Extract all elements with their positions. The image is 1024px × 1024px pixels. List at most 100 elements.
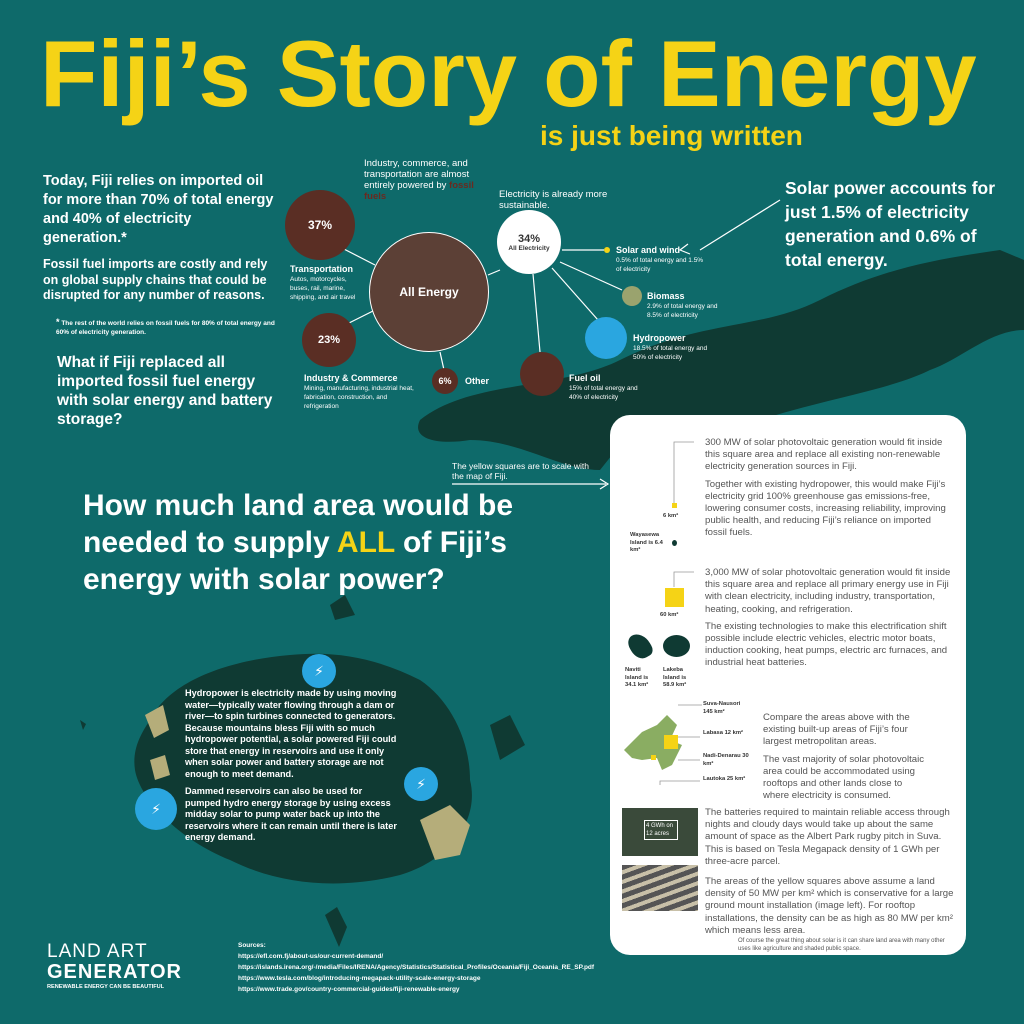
fueloil-title: Fuel oil bbox=[569, 373, 601, 383]
sq1-label: 6 km² bbox=[663, 513, 679, 519]
yellow-square-60km bbox=[665, 588, 684, 607]
solar-desc: 0.5% of total energy and 1.5% of electri… bbox=[616, 257, 704, 273]
hydro-text: Hydropower is electricity made by using … bbox=[185, 688, 400, 844]
solar-title: Solar and wind bbox=[616, 245, 681, 255]
source-link[interactable]: https://www.trade.gov/country-commercial… bbox=[238, 986, 460, 993]
sources: Sources: https://efl.com.fj/about-us/our… bbox=[238, 940, 594, 995]
other-circle: 6% bbox=[432, 368, 458, 394]
solar-farm-photo bbox=[622, 865, 698, 911]
lakeba-label: Lakeba Island is 58.9 km² bbox=[663, 667, 687, 688]
transport-circle: 37% bbox=[285, 190, 355, 260]
transport-pct: 37% bbox=[307, 218, 333, 232]
hydro-title: Hydropower bbox=[633, 333, 686, 343]
battery-icon: ⚡ bbox=[404, 767, 438, 801]
yellow-square-6km bbox=[672, 503, 677, 508]
logo-line1: LAND ART bbox=[47, 941, 148, 962]
intro-body: Fossil fuel imports are costly and rely … bbox=[43, 257, 268, 302]
page-subtitle: is just being written bbox=[540, 120, 803, 151]
card-group-4: The batteries required to maintain relia… bbox=[705, 807, 957, 937]
source-link[interactable]: https://efl.com.fj/about-us/our-current-… bbox=[238, 953, 384, 960]
footnote-text: The rest of the world relies on fossil f… bbox=[56, 319, 275, 336]
wayasewa-island-shape bbox=[672, 540, 677, 546]
biomass-desc: 2.9% of total energy and 8.5% of electri… bbox=[647, 303, 718, 319]
industry-circle: 23% bbox=[302, 313, 356, 367]
industry-title: Industry & Commerce bbox=[304, 373, 398, 383]
logo-line2: GENERATOR bbox=[47, 961, 182, 983]
metro-lautoka: Lautoka 25 km² bbox=[703, 776, 746, 782]
card-p3: 3,000 MW of solar photovoltaic generatio… bbox=[705, 567, 951, 615]
fueloil-label: Fuel oil 15% of total energy and 40% of e… bbox=[569, 373, 649, 402]
naviti-label: Naviti Island is 34.1 km² bbox=[625, 667, 649, 688]
card-group-2: 3,000 MW of solar photovoltaic generatio… bbox=[705, 567, 955, 670]
footnote-mark: * bbox=[56, 316, 60, 327]
viti-levu-island bbox=[134, 653, 472, 884]
other-pct: 6% bbox=[438, 376, 452, 386]
question-highlight: ALL bbox=[336, 526, 395, 559]
albert-park-photo: 4 GWh on 12 acres bbox=[622, 808, 698, 856]
industry-pct: 23% bbox=[317, 334, 341, 346]
card-leader-lines bbox=[659, 441, 702, 785]
card-p1: 300 MW of solar photovoltaic generation … bbox=[705, 437, 943, 473]
electricity-circle: 34%All Electricity bbox=[497, 210, 561, 274]
solar-label: Solar and wind 0.5% of total energy and 1… bbox=[616, 245, 706, 274]
source-link[interactable]: https://islands.irena.org/-/media/Files/… bbox=[238, 964, 595, 971]
hydro-desc: 18.5% of total energy and 50% of electri… bbox=[633, 345, 708, 361]
land-area-question: How much land area would be needed to su… bbox=[83, 487, 563, 598]
intro-lead: Today, Fiji relies on imported oil for m… bbox=[43, 173, 274, 246]
other-label: Other bbox=[465, 376, 490, 386]
card-p5: Compare the areas above with the existin… bbox=[763, 712, 910, 748]
page-title: Fiji’s Story of Energy bbox=[40, 21, 977, 126]
question-pre: How much land area would be needed to su… bbox=[83, 489, 514, 559]
solar-dot bbox=[604, 247, 610, 253]
hydro-label: Hydropower 18.5% of total energy and 50% … bbox=[633, 333, 713, 362]
biomass-label: Biomass 2.9% of total energy and 8.5% of … bbox=[647, 291, 727, 320]
metro-suva: Suva-Nausori 145 km² bbox=[703, 701, 741, 715]
hydro-paragraph-1: Hydropower is electricity made by using … bbox=[185, 688, 397, 779]
hydro-paragraph-2: Dammed reservoirs can also be used for p… bbox=[185, 786, 397, 842]
solar-callout: Solar power accounts for just 1.5% of el… bbox=[785, 178, 996, 270]
card-closing: Of course the great thing about solar is… bbox=[738, 938, 945, 952]
card-p4: The existing technologies to make this e… bbox=[705, 620, 948, 669]
footnote: * The rest of the world relies on fossil… bbox=[56, 316, 275, 337]
logo-tagline: RENEWABLE ENERGY CAN BE BEAUTIFUL bbox=[47, 984, 165, 990]
card-p8: The areas of the yellow squares above as… bbox=[705, 876, 954, 936]
battery-icon: ⚡ bbox=[135, 788, 177, 830]
wayasewa-label: Wayasewa Island is 6.4 km² bbox=[630, 532, 663, 553]
fossil-note-text: Industry, commerce, and transportation a… bbox=[364, 158, 470, 191]
what-if-heading: What if Fiji replaced all imported fossi… bbox=[57, 353, 273, 428]
hydro-circle bbox=[585, 317, 627, 359]
metro-nadi: Nadi-Denarau 30 km² bbox=[703, 753, 749, 767]
squares-note: The yellow squares are to scale with the… bbox=[452, 461, 590, 481]
fossil-note: Industry, commerce, and transportation a… bbox=[364, 158, 494, 202]
card-p2: Together with existing hydropower, this … bbox=[705, 478, 946, 539]
transport-desc: Autos, motorcycles, buses, rail, marine,… bbox=[290, 276, 356, 301]
question-post: of Fiji’s energy with solar power? bbox=[83, 526, 507, 596]
sq2-label: 60 km² bbox=[660, 612, 679, 618]
metro-labasa: Labasa 12 km² bbox=[703, 730, 743, 736]
biomass-circle bbox=[622, 286, 642, 306]
intro-column: Today, Fiji relies on imported oil for m… bbox=[43, 172, 275, 429]
biomass-title: Biomass bbox=[647, 291, 685, 301]
electricity-label: All Electricity bbox=[508, 244, 550, 252]
lakeba-island-shape bbox=[663, 635, 690, 657]
all-energy-label: All Energy bbox=[399, 285, 459, 299]
electricity-note: Electricity is already more sustainable. bbox=[499, 189, 608, 211]
fueloil-circle bbox=[520, 352, 564, 396]
fueloil-desc: 15% of total energy and 40% of electrici… bbox=[569, 385, 638, 401]
all-energy-circle: All Energy bbox=[369, 232, 489, 352]
fossil-note-highlight: fossil fuels bbox=[364, 180, 474, 202]
info-card: 300 MW of solar photovoltaic generation … bbox=[610, 415, 966, 955]
photo-label: 4 GWh on 12 acres bbox=[644, 820, 678, 840]
card-group-3: Compare the areas above with the existin… bbox=[763, 712, 928, 802]
transport-title: Transportation bbox=[290, 264, 354, 274]
metro-map bbox=[624, 715, 682, 770]
card-p6: The vast majority of solar photovoltaic … bbox=[763, 753, 925, 802]
source-link[interactable]: https://www.tesla.com/blog/introducing-m… bbox=[238, 975, 481, 982]
electricity-pct: 34% bbox=[517, 232, 541, 245]
card-group-1: 300 MW of solar photovoltaic generation … bbox=[705, 437, 955, 540]
industry-desc: Mining, manufacturing, industrial heat, … bbox=[304, 385, 414, 410]
